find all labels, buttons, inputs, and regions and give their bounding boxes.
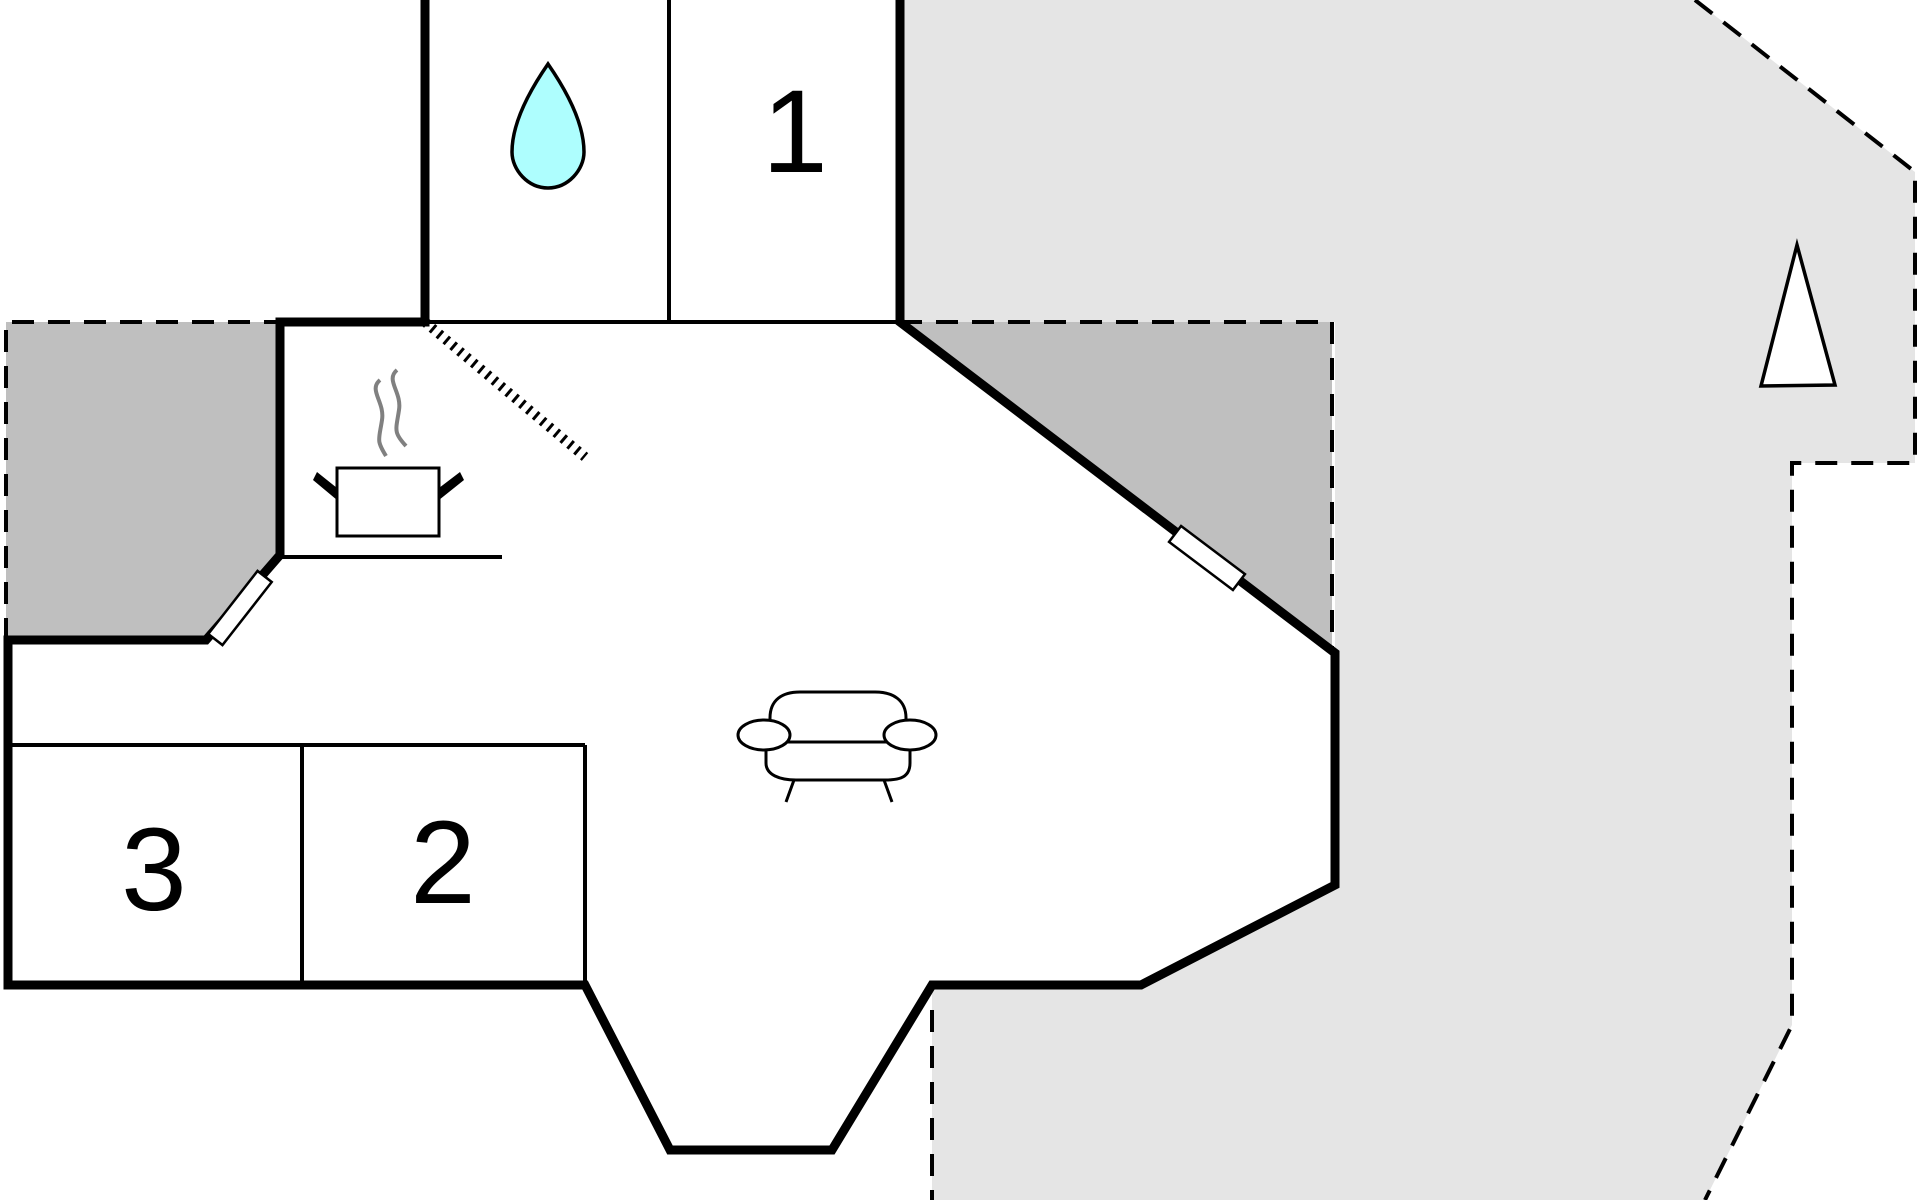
- room-label-2: 2: [410, 797, 476, 929]
- outdoor-boundary: [1693, 0, 1917, 1200]
- tent-icon: [1758, 238, 1838, 388]
- room-label-3: 3: [121, 804, 187, 936]
- exterior-wall: [3, 0, 1340, 1155]
- terrace-right-boundary: [900, 320, 1334, 653]
- water-drop-icon: [510, 60, 586, 190]
- sofa-icon: [736, 690, 938, 803]
- door-terrace-right: [1167, 524, 1247, 592]
- terrace-left: [6, 322, 278, 640]
- house-interior: [8, 0, 1335, 1150]
- cooking-pot-icon: [313, 368, 464, 538]
- door-terrace-left: [206, 569, 274, 647]
- room-label-1: 1: [762, 66, 828, 198]
- outdoor-area: [900, 0, 1915, 1200]
